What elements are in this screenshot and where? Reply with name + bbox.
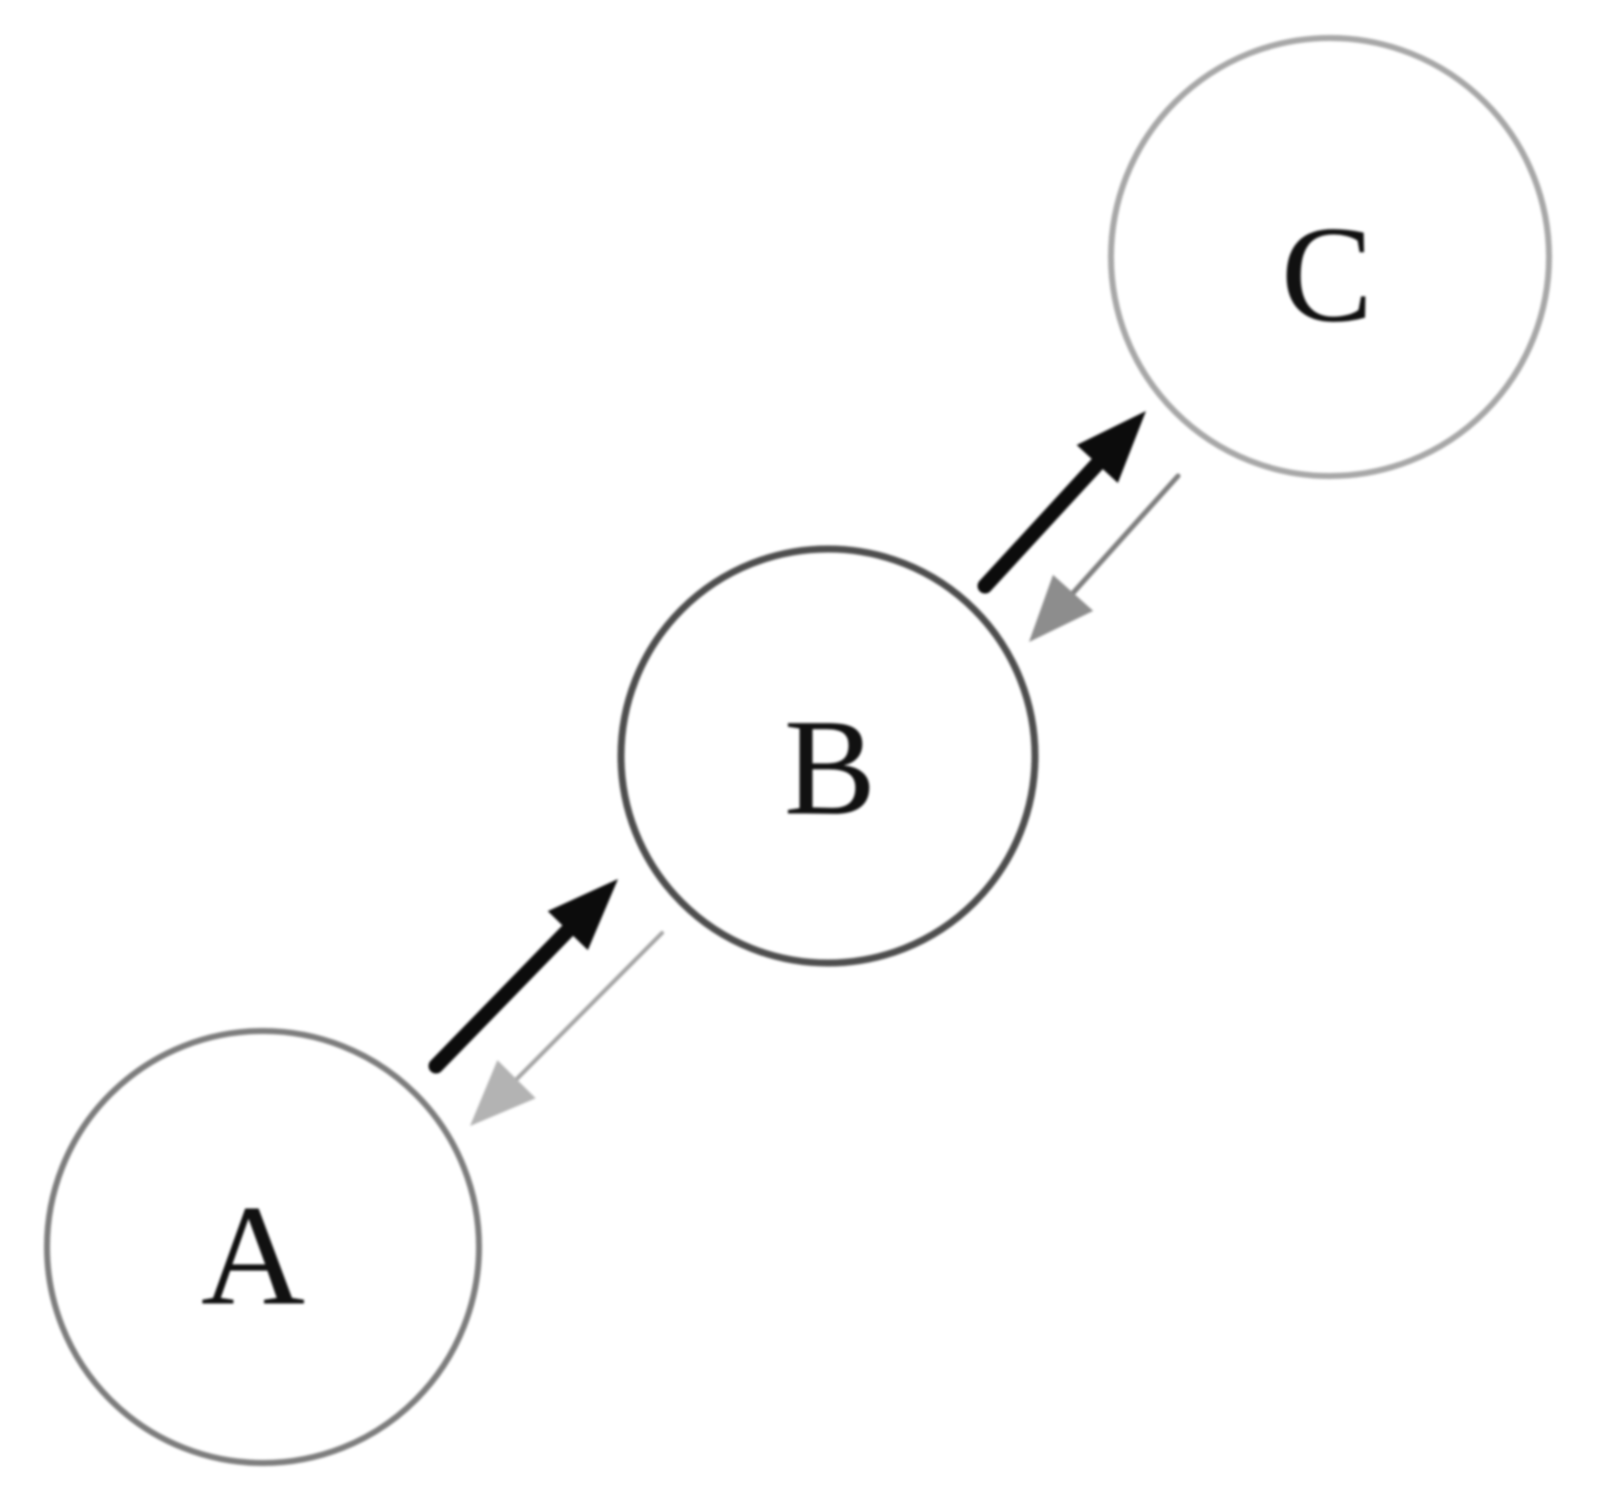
node-a-label: A	[201, 1177, 305, 1336]
edge-b-to-c-shaft	[977, 443, 1117, 594]
edge-b-to-c-arrowhead	[1076, 411, 1146, 483]
node-c-label: C	[1281, 198, 1373, 351]
edge-a-to-b-arrowhead	[547, 879, 618, 951]
edge-c-to-b-arrowhead	[1029, 574, 1094, 642]
node-c-circle	[1108, 35, 1552, 479]
edge-a-to-b-shaft	[428, 910, 588, 1074]
edge-c-to-b-shaft	[1059, 473, 1181, 608]
edge-b-to-a-arrowhead	[470, 1060, 536, 1126]
node-a-circle	[44, 1028, 482, 1466]
node-b-label: B	[784, 691, 876, 844]
edge-b-to-a-shaft	[502, 931, 664, 1093]
node-b-circle	[617, 545, 1039, 967]
